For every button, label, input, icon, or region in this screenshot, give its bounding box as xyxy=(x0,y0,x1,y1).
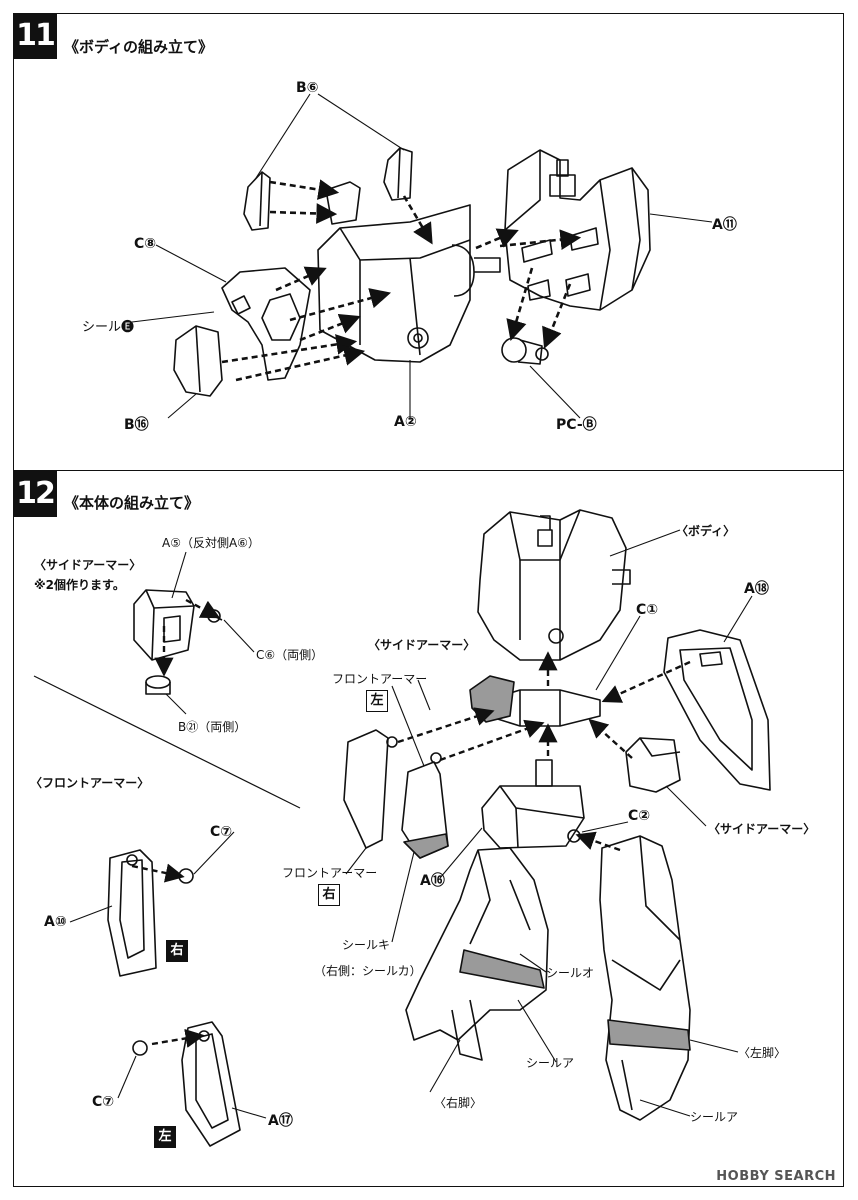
main-side-armor-left xyxy=(469,675,515,723)
label-b6: B⑥ xyxy=(296,80,319,96)
part-pcb xyxy=(501,337,549,365)
badge-right: 右 xyxy=(166,940,188,962)
label-c6: C⑥（両側） xyxy=(256,648,324,662)
main-front-armor-left xyxy=(343,729,398,849)
part-a18 xyxy=(663,629,771,791)
label-c2: C② xyxy=(628,808,651,824)
label-right-leg: 〈右脚〉 xyxy=(434,1096,483,1110)
badge-main-left: 左 xyxy=(366,690,388,712)
label-side-armor-note: ※2個作ります。 xyxy=(34,578,125,592)
label-a11: A⑪ xyxy=(712,217,737,233)
body-shell-a2 xyxy=(317,204,501,363)
step-12-number: 12 xyxy=(13,471,57,517)
label-b21: B㉑（両側） xyxy=(178,720,247,734)
label-c1: C① xyxy=(636,602,659,618)
left-leg xyxy=(599,835,691,1121)
sub-front-armor-a17 xyxy=(132,1021,241,1147)
page-frame xyxy=(13,13,844,1187)
label-seal-e: シール🅔 xyxy=(82,320,135,335)
label-side-armor-heading: 〈サイドアーマー〉 xyxy=(34,558,142,572)
label-c7-top: C⑦ xyxy=(210,824,233,840)
label-front-armor-left: フロントアーマー xyxy=(332,672,428,686)
label-c7-bottom: C⑦ xyxy=(92,1094,115,1110)
watermark: HOBBY SEARCH xyxy=(716,1169,836,1184)
label-front-armor-right: フロントアーマー xyxy=(282,866,378,880)
main-side-armor-right xyxy=(625,737,681,793)
label-b16: B⑯ xyxy=(124,417,149,433)
label-a5: A⑤（反対側A⑥） xyxy=(162,536,260,550)
label-c8: C⑧ xyxy=(134,236,157,252)
label-a10: A⑩ xyxy=(44,914,67,930)
label-seal-ki-note: （右側：シールカ） xyxy=(314,964,422,978)
label-side-armor-right: 〈サイドアーマー〉 xyxy=(708,822,816,836)
label-seal-ki: シールキ xyxy=(342,938,391,952)
badge-left: 左 xyxy=(154,1126,176,1148)
label-side-armor-left: 〈サイドアーマー〉 xyxy=(368,638,476,652)
label-a17: A⑰ xyxy=(268,1113,293,1129)
sub-side-armor xyxy=(133,589,223,695)
step-11-number: 11 xyxy=(13,13,57,59)
step-divider xyxy=(13,470,844,471)
part-b16 xyxy=(173,325,223,397)
label-seal-a-left-leg: シールア xyxy=(690,1110,739,1124)
right-leg xyxy=(405,847,549,1061)
label-body: 〈ボディ〉 xyxy=(676,524,736,538)
label-a18: A⑱ xyxy=(744,581,769,597)
label-seal-o: シールオ xyxy=(546,966,595,980)
badge-main-right: 右 xyxy=(318,884,340,906)
step-11-title: 《ボディの組み立て》 xyxy=(64,38,213,56)
hip-block xyxy=(481,759,585,849)
label-front-armor-heading: 〈フロントアーマー〉 xyxy=(30,776,150,790)
sub-front-armor-a10 xyxy=(107,849,194,977)
part-b6-left xyxy=(243,171,271,231)
label-pcb: PC-Ⓑ xyxy=(556,417,597,433)
step-12-title: 《本体の組み立て》 xyxy=(64,494,200,512)
label-left-leg: 〈左脚〉 xyxy=(738,1046,787,1060)
part-b6-mid xyxy=(325,181,361,225)
label-seal-a-right-leg: シールア xyxy=(526,1056,575,1070)
main-body-top xyxy=(477,509,631,661)
part-a11 xyxy=(504,149,651,311)
part-c8 xyxy=(221,267,311,381)
part-b6-right xyxy=(383,147,413,201)
main-front-armor-right xyxy=(401,752,449,859)
label-a2: A② xyxy=(394,414,417,430)
label-a16: A⑯ xyxy=(420,873,445,889)
